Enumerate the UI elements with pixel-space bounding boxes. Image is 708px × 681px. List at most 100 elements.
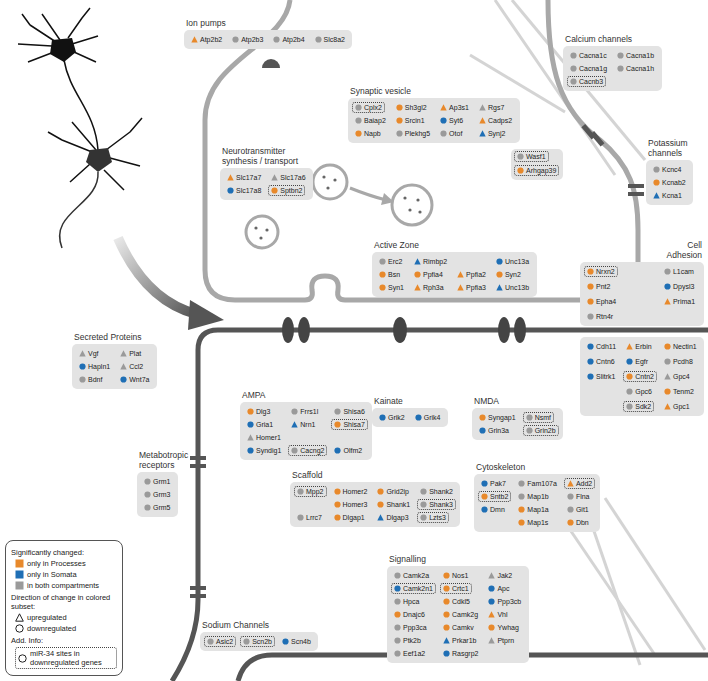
gene-name: Grm1 [153, 477, 171, 486]
gene-item: Epha4 [584, 296, 619, 307]
change-marker [479, 117, 486, 124]
gene-item: Scn2b [240, 636, 275, 647]
change-marker [617, 65, 624, 72]
up-marker [378, 514, 384, 520]
down-marker [519, 480, 525, 486]
gene-item: Bsn [376, 269, 403, 280]
down-marker [570, 52, 576, 58]
release-site [305, 276, 345, 300]
vesicle-arrowhead [381, 193, 394, 205]
gene-item: Arhgap39 [514, 165, 559, 176]
gene-name: Olfm2 [343, 446, 362, 455]
gene-name: L1cam [673, 267, 694, 276]
gene-name: Slc17a7 [236, 173, 261, 182]
gene-name: Unc13b [505, 283, 529, 292]
gene-name: Cdh11 [596, 342, 616, 351]
gene-group: Ion pumpsAtp2b2Atp2b3Atp2b4Slc8a2 [184, 30, 352, 49]
legend-swatch [16, 560, 24, 568]
gene-name: Atp2b2 [200, 35, 222, 44]
neuron-icon [18, 8, 142, 248]
change-marker [587, 283, 594, 290]
change-marker [526, 427, 533, 434]
down-marker [355, 117, 361, 123]
gene-name: Dlgap3 [386, 513, 408, 522]
gene-name: Nos1 [452, 571, 468, 580]
change-marker [587, 343, 594, 350]
gene-name: Map1b [527, 492, 548, 501]
legend-text: only in Somata [27, 570, 77, 579]
change-marker [443, 624, 450, 631]
gene-name: Slc8a2 [324, 35, 345, 44]
gene-item: Lrrc7 [294, 512, 325, 523]
up-marker [489, 611, 495, 617]
down-marker [378, 488, 384, 494]
gene-item: Dbn [564, 517, 592, 528]
gene-item: Synj2 [476, 128, 509, 139]
change-marker [567, 519, 574, 526]
gene-item: Atp2b3 [229, 34, 266, 45]
down-marker [247, 447, 253, 453]
change-marker [517, 167, 524, 174]
down-marker [479, 414, 485, 420]
gene-item: Kcnc4 [650, 164, 684, 175]
gene-name: Prkar1b [452, 636, 477, 645]
group-heading: NMDA [474, 397, 499, 407]
down-marker [443, 598, 449, 604]
gene-item: Baiap2 [352, 115, 389, 126]
change-marker [518, 493, 525, 500]
down-marker [244, 638, 250, 644]
legend-item: upregulated [15, 613, 117, 622]
group-heading: Cytoskeleton [476, 463, 525, 473]
change-marker [291, 408, 298, 415]
legend-sample [18, 654, 27, 663]
change-marker [379, 271, 386, 278]
gene-item: Rph3a [411, 282, 447, 293]
gene-item: Mpp2 [294, 486, 327, 497]
gene-group: Potassium channelsKcnc4Kcnab2Kcna1 [646, 160, 693, 205]
gene-name: Ptprn [497, 636, 514, 645]
gene-name: Wasf1 [526, 152, 546, 161]
change-marker [334, 501, 341, 508]
gene-item: Ap3s1 [437, 102, 472, 113]
gene-item: Sdk2 [623, 401, 654, 412]
gene-item: Erc2 [376, 256, 405, 267]
gene-item: Otof [437, 128, 465, 139]
gene-name: Sh3gl2 [405, 103, 427, 112]
change-marker [355, 104, 362, 111]
gene-name: Shank3 [429, 500, 453, 509]
down-marker [394, 611, 400, 617]
change-marker [443, 585, 450, 592]
gene-item: Gria1 [244, 419, 276, 430]
change-marker [570, 78, 577, 85]
gene-item: Nrxn2 [584, 266, 618, 277]
change-marker [394, 624, 401, 631]
down-marker [144, 478, 150, 484]
postsynaptic-membrane [172, 330, 708, 681]
down-marker [415, 414, 421, 420]
change-marker [232, 36, 239, 43]
gene-name: Grm3 [153, 490, 171, 499]
change-marker [334, 514, 341, 521]
gene-name: Lzts3 [429, 513, 446, 522]
gene-item: Unc13b [493, 282, 532, 293]
down-marker [653, 166, 659, 172]
gene-item: Tenm2 [661, 386, 697, 397]
gene-item: Apc [485, 583, 512, 594]
gene-name: Frrs1l [300, 407, 318, 416]
gene-name: Otof [449, 129, 462, 138]
gene-item: Nos1 [440, 570, 471, 581]
down-marker [627, 358, 633, 364]
gene-item: Ywhag [485, 622, 521, 633]
change-marker [414, 284, 421, 291]
change-marker [440, 130, 447, 137]
gene-group: Synaptic vesicleCplx2Sh3gl2Ap3s1Rgs7Baia… [348, 98, 520, 143]
down-marker [519, 493, 525, 499]
change-marker [457, 284, 464, 291]
legend-item: in both compartments [15, 581, 117, 590]
gene-item: Frrs1l [288, 406, 321, 417]
gene-name: Gpc6 [635, 387, 652, 396]
down-marker [394, 585, 400, 591]
gene-group: Metabotropic receptorsGrm1Grm3Grm5 [137, 472, 178, 517]
change-marker [567, 493, 574, 500]
change-marker [394, 572, 401, 579]
